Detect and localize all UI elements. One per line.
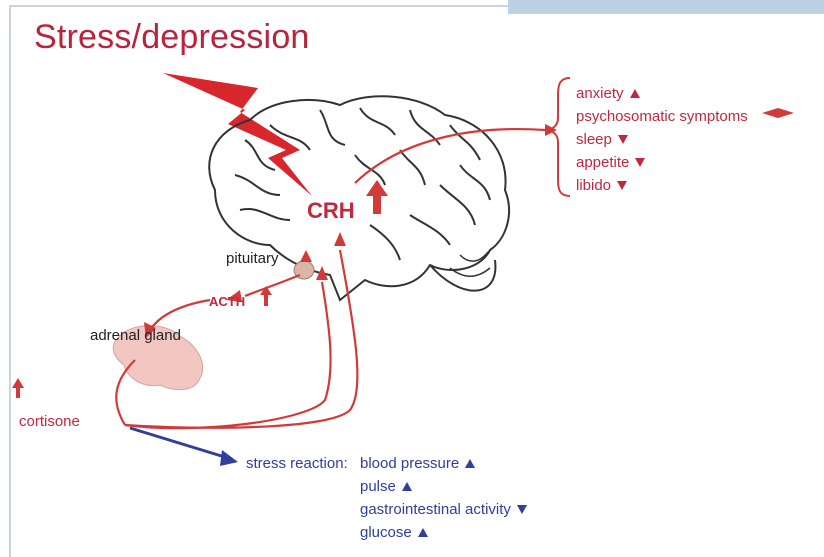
acth-label: ACTH xyxy=(209,294,245,310)
reaction-item: glucose xyxy=(360,521,527,544)
symptom-label: appetite xyxy=(576,151,629,174)
symptoms-brace xyxy=(545,78,570,196)
symptom-label: psychosomatic symptoms xyxy=(576,105,748,128)
cortisone-up-arrow-icon xyxy=(12,378,24,398)
arrow-up-icon xyxy=(465,459,475,468)
arrow-up-icon xyxy=(402,482,412,491)
arrow-down-icon xyxy=(635,158,645,167)
adrenal-gland-label: adrenal gland xyxy=(90,328,181,344)
reaction-item: gastrointestinal activity xyxy=(360,498,527,521)
reaction-label: pulse xyxy=(360,475,396,498)
crh-label: CRH xyxy=(307,199,355,223)
psychosomatic-marker-icon xyxy=(762,108,794,118)
arrow-down-icon xyxy=(618,135,628,144)
symptom-label: libido xyxy=(576,174,611,197)
stress-reaction-list: blood pressure pulse gastrointestinal ac… xyxy=(360,452,527,544)
symptom-item: libido xyxy=(576,174,748,197)
arrow-down-icon xyxy=(617,181,627,190)
reaction-label: blood pressure xyxy=(360,452,459,475)
arrow-up-icon xyxy=(630,89,640,98)
reaction-item: blood pressure xyxy=(360,452,527,475)
symptom-label: anxiety xyxy=(576,82,624,105)
symptom-label: sleep xyxy=(576,128,612,151)
symptom-item: psychosomatic symptoms xyxy=(576,105,748,128)
pituitary-label: pituitary xyxy=(226,251,279,267)
reaction-item: pulse xyxy=(360,475,527,498)
stress-reaction-arrow xyxy=(130,428,228,458)
arrow-down-icon xyxy=(517,505,527,514)
symptoms-list: anxiety psychosomatic symptoms sleep app… xyxy=(576,82,748,197)
symptom-item: sleep xyxy=(576,128,748,151)
crh-up-arrow-icon xyxy=(366,180,388,214)
cortisone-label: cortisone xyxy=(19,414,80,430)
reaction-label: gastrointestinal activity xyxy=(360,498,511,521)
symptom-item: anxiety xyxy=(576,82,748,105)
lightning-bolt-icon xyxy=(163,73,312,196)
reaction-label: glucose xyxy=(360,521,412,544)
symptom-item: appetite xyxy=(576,151,748,174)
stress-reaction-heading: stress reaction: xyxy=(246,456,348,472)
arrow-up-icon xyxy=(418,528,428,537)
stress-reaction-arrowhead xyxy=(220,450,238,466)
